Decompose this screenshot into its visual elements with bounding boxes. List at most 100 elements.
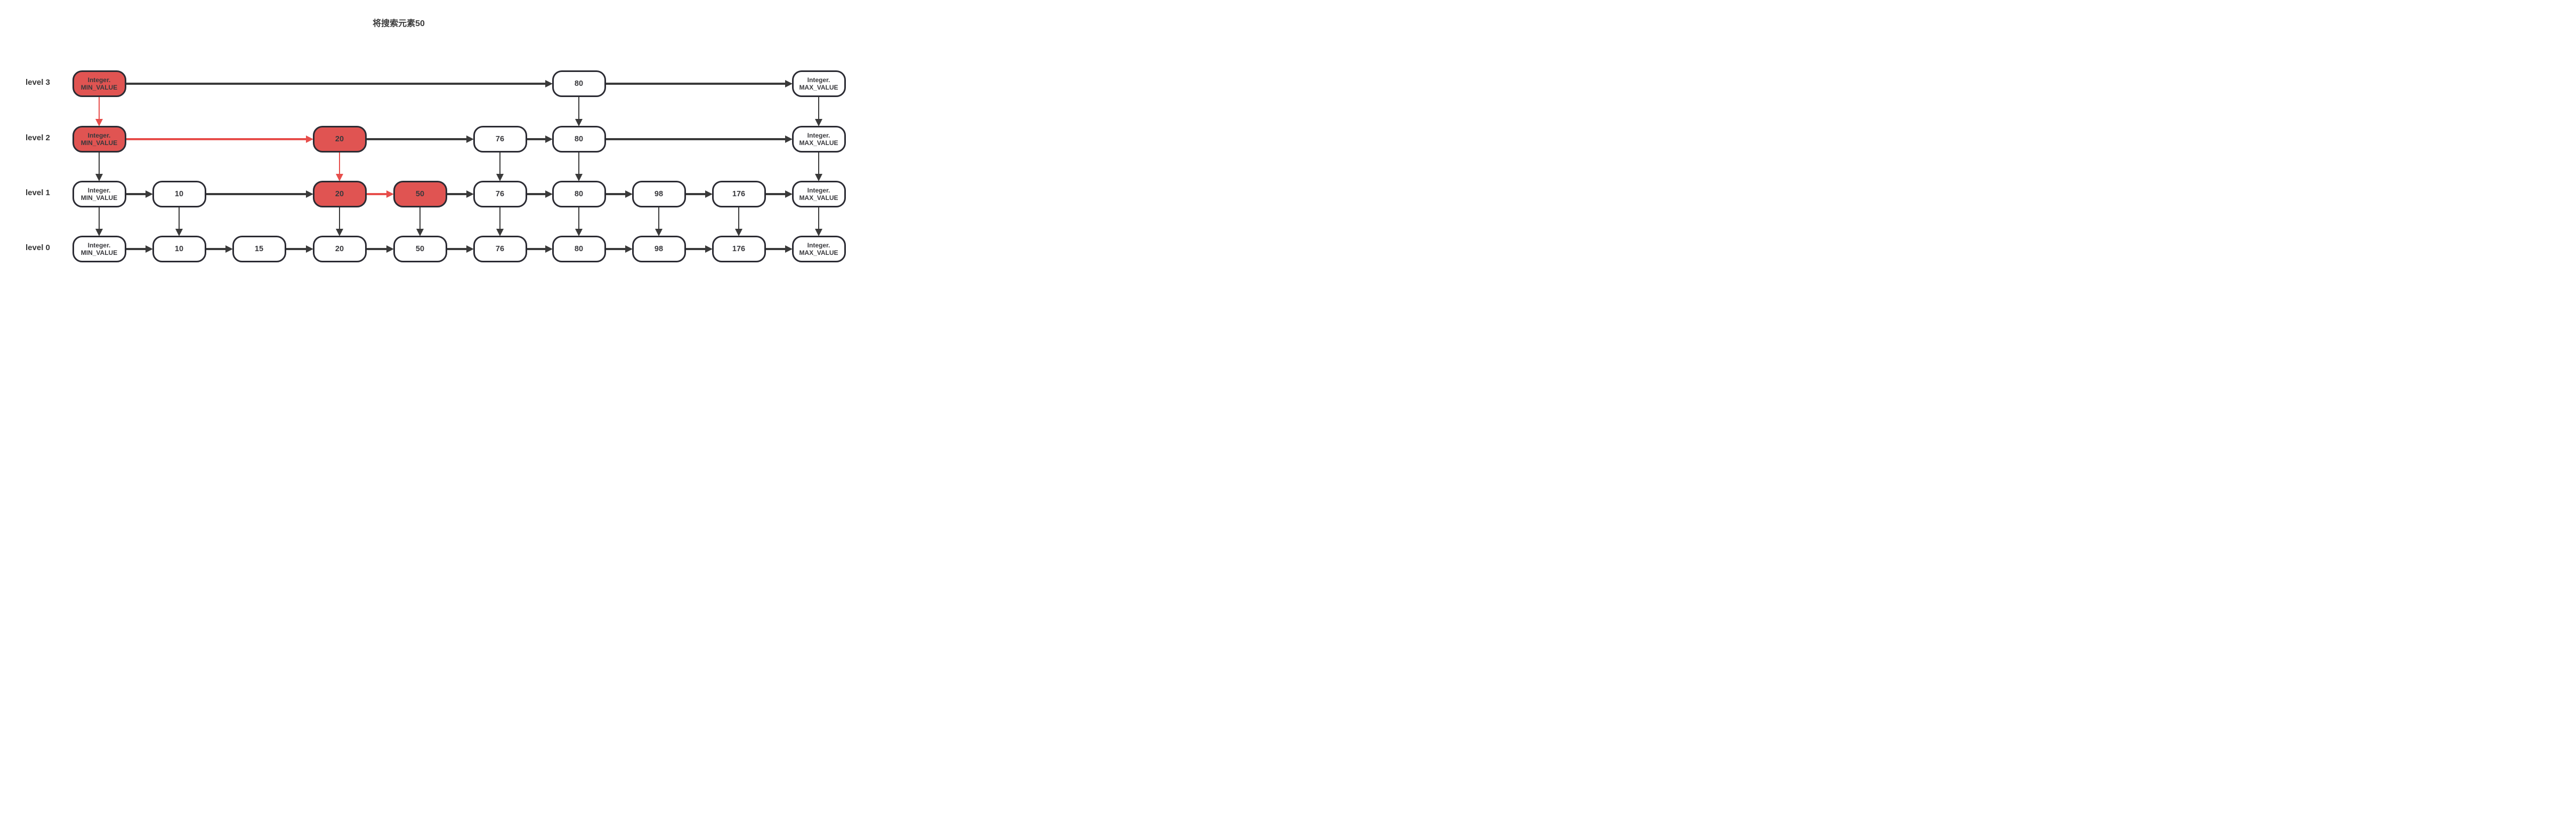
arrowhead-right-black: [545, 190, 553, 198]
edge-black-horizontal: [205, 193, 307, 195]
edge-black-horizontal: [446, 248, 467, 250]
edge-black-horizontal: [526, 138, 546, 140]
edge-black-horizontal: [604, 83, 786, 85]
level-label-level-1: level 1: [26, 188, 50, 197]
arrowhead-down-black: [496, 229, 504, 236]
arrowhead-right-black: [785, 245, 793, 253]
arrowhead-right-black: [785, 190, 793, 198]
node-level1-20: 20: [312, 181, 367, 207]
node-level1-176: 176: [712, 181, 766, 207]
arrowhead-right-black: [545, 80, 553, 87]
node-level2-min: Integer. MIN_VALUE: [72, 126, 126, 153]
arrowhead-right-black: [545, 135, 553, 143]
edge-black-horizontal: [446, 193, 467, 195]
edge-black-vertical: [578, 96, 580, 120]
edge-black-horizontal: [764, 248, 786, 250]
edge-black-horizontal: [604, 193, 626, 195]
arrowhead-right-black: [705, 190, 713, 198]
arrowhead-right-red: [305, 135, 313, 143]
edge-black-vertical: [578, 206, 580, 230]
arrowhead-down-red: [95, 119, 103, 126]
edge-black-vertical: [658, 206, 660, 230]
node-level0-76: 76: [473, 236, 527, 262]
arrowhead-right-black: [305, 190, 313, 198]
node-level3-min: Integer. MIN_VALUE: [72, 70, 126, 97]
arrowhead-down-black: [575, 119, 583, 126]
arrowhead-down-black: [336, 229, 343, 236]
node-level2-max: Integer. MAX_VALUE: [792, 126, 846, 153]
node-level0-20: 20: [312, 236, 367, 262]
node-level1-10: 10: [152, 181, 206, 207]
edge-black-horizontal: [125, 248, 147, 250]
arrowhead-right-red: [386, 190, 394, 198]
arrowhead-down-black: [95, 229, 103, 236]
arrowhead-right-black: [785, 80, 793, 87]
level-label-level-2: level 2: [26, 133, 50, 142]
arrowhead-down-black: [575, 174, 583, 181]
edge-black-horizontal: [684, 193, 706, 195]
edge-red-horizontal: [365, 193, 387, 195]
edge-black-vertical: [98, 206, 100, 230]
arrowhead-down-black: [416, 229, 424, 236]
arrowhead-right-black: [145, 245, 153, 253]
arrowhead-right-black: [225, 245, 233, 253]
arrowhead-down-black: [815, 229, 822, 236]
node-level0-176: 176: [712, 236, 766, 262]
arrowhead-right-black: [386, 245, 394, 253]
edge-black-vertical: [818, 96, 820, 120]
node-level2-80: 80: [552, 126, 606, 153]
edge-black-horizontal: [684, 248, 706, 250]
edge-black-horizontal: [205, 248, 227, 250]
arrowhead-right-black: [625, 245, 633, 253]
node-level0-80: 80: [552, 236, 606, 262]
edge-black-vertical: [338, 206, 341, 230]
arrowhead-right-black: [466, 245, 474, 253]
edge-black-vertical: [98, 151, 100, 175]
arrowhead-down-black: [575, 229, 583, 236]
edge-red-horizontal: [125, 138, 307, 140]
arrowhead-right-black: [705, 245, 713, 253]
edge-black-vertical: [818, 151, 820, 175]
edge-black-vertical: [578, 151, 580, 175]
edge-black-horizontal: [764, 193, 786, 195]
arrowhead-right-black: [466, 190, 474, 198]
node-level1-max: Integer. MAX_VALUE: [792, 181, 846, 207]
arrowhead-down-black: [496, 174, 504, 181]
node-level1-80: 80: [552, 181, 606, 207]
arrowhead-right-black: [545, 245, 553, 253]
edge-black-horizontal: [285, 248, 307, 250]
node-level1-min: Integer. MIN_VALUE: [72, 181, 126, 207]
arrowhead-right-black: [145, 190, 153, 198]
arrowhead-down-black: [655, 229, 663, 236]
node-level0-50: 50: [393, 236, 447, 262]
arrowhead-right-black: [785, 135, 793, 143]
edge-black-vertical: [499, 206, 501, 230]
edge-black-horizontal: [604, 138, 786, 140]
edge-black-vertical: [818, 206, 820, 230]
node-level0-min: Integer. MIN_VALUE: [72, 236, 126, 262]
node-level1-50: 50: [393, 181, 447, 207]
level-label-level-3: level 3: [26, 78, 50, 87]
edge-black-vertical: [419, 206, 421, 230]
edge-black-vertical: [738, 206, 740, 230]
node-level1-76: 76: [473, 181, 527, 207]
edge-black-horizontal: [526, 248, 546, 250]
arrowhead-down-black: [735, 229, 742, 236]
edge-black-horizontal: [526, 193, 546, 195]
edge-black-horizontal: [365, 248, 387, 250]
node-level1-98: 98: [632, 181, 686, 207]
edge-black-horizontal: [125, 83, 546, 85]
arrowhead-right-black: [305, 245, 313, 253]
arrowhead-down-black: [815, 119, 822, 126]
edge-black-horizontal: [365, 138, 467, 140]
diagram-title: 将搜索元素50: [373, 19, 425, 28]
node-level2-20: 20: [312, 126, 367, 153]
arrowhead-down-black: [815, 174, 822, 181]
node-level2-76: 76: [473, 126, 527, 153]
edge-black-horizontal: [125, 193, 147, 195]
arrowhead-right-black: [625, 190, 633, 198]
arrowhead-down-black: [95, 174, 103, 181]
arrowhead-down-red: [336, 174, 343, 181]
node-level0-10: 10: [152, 236, 206, 262]
